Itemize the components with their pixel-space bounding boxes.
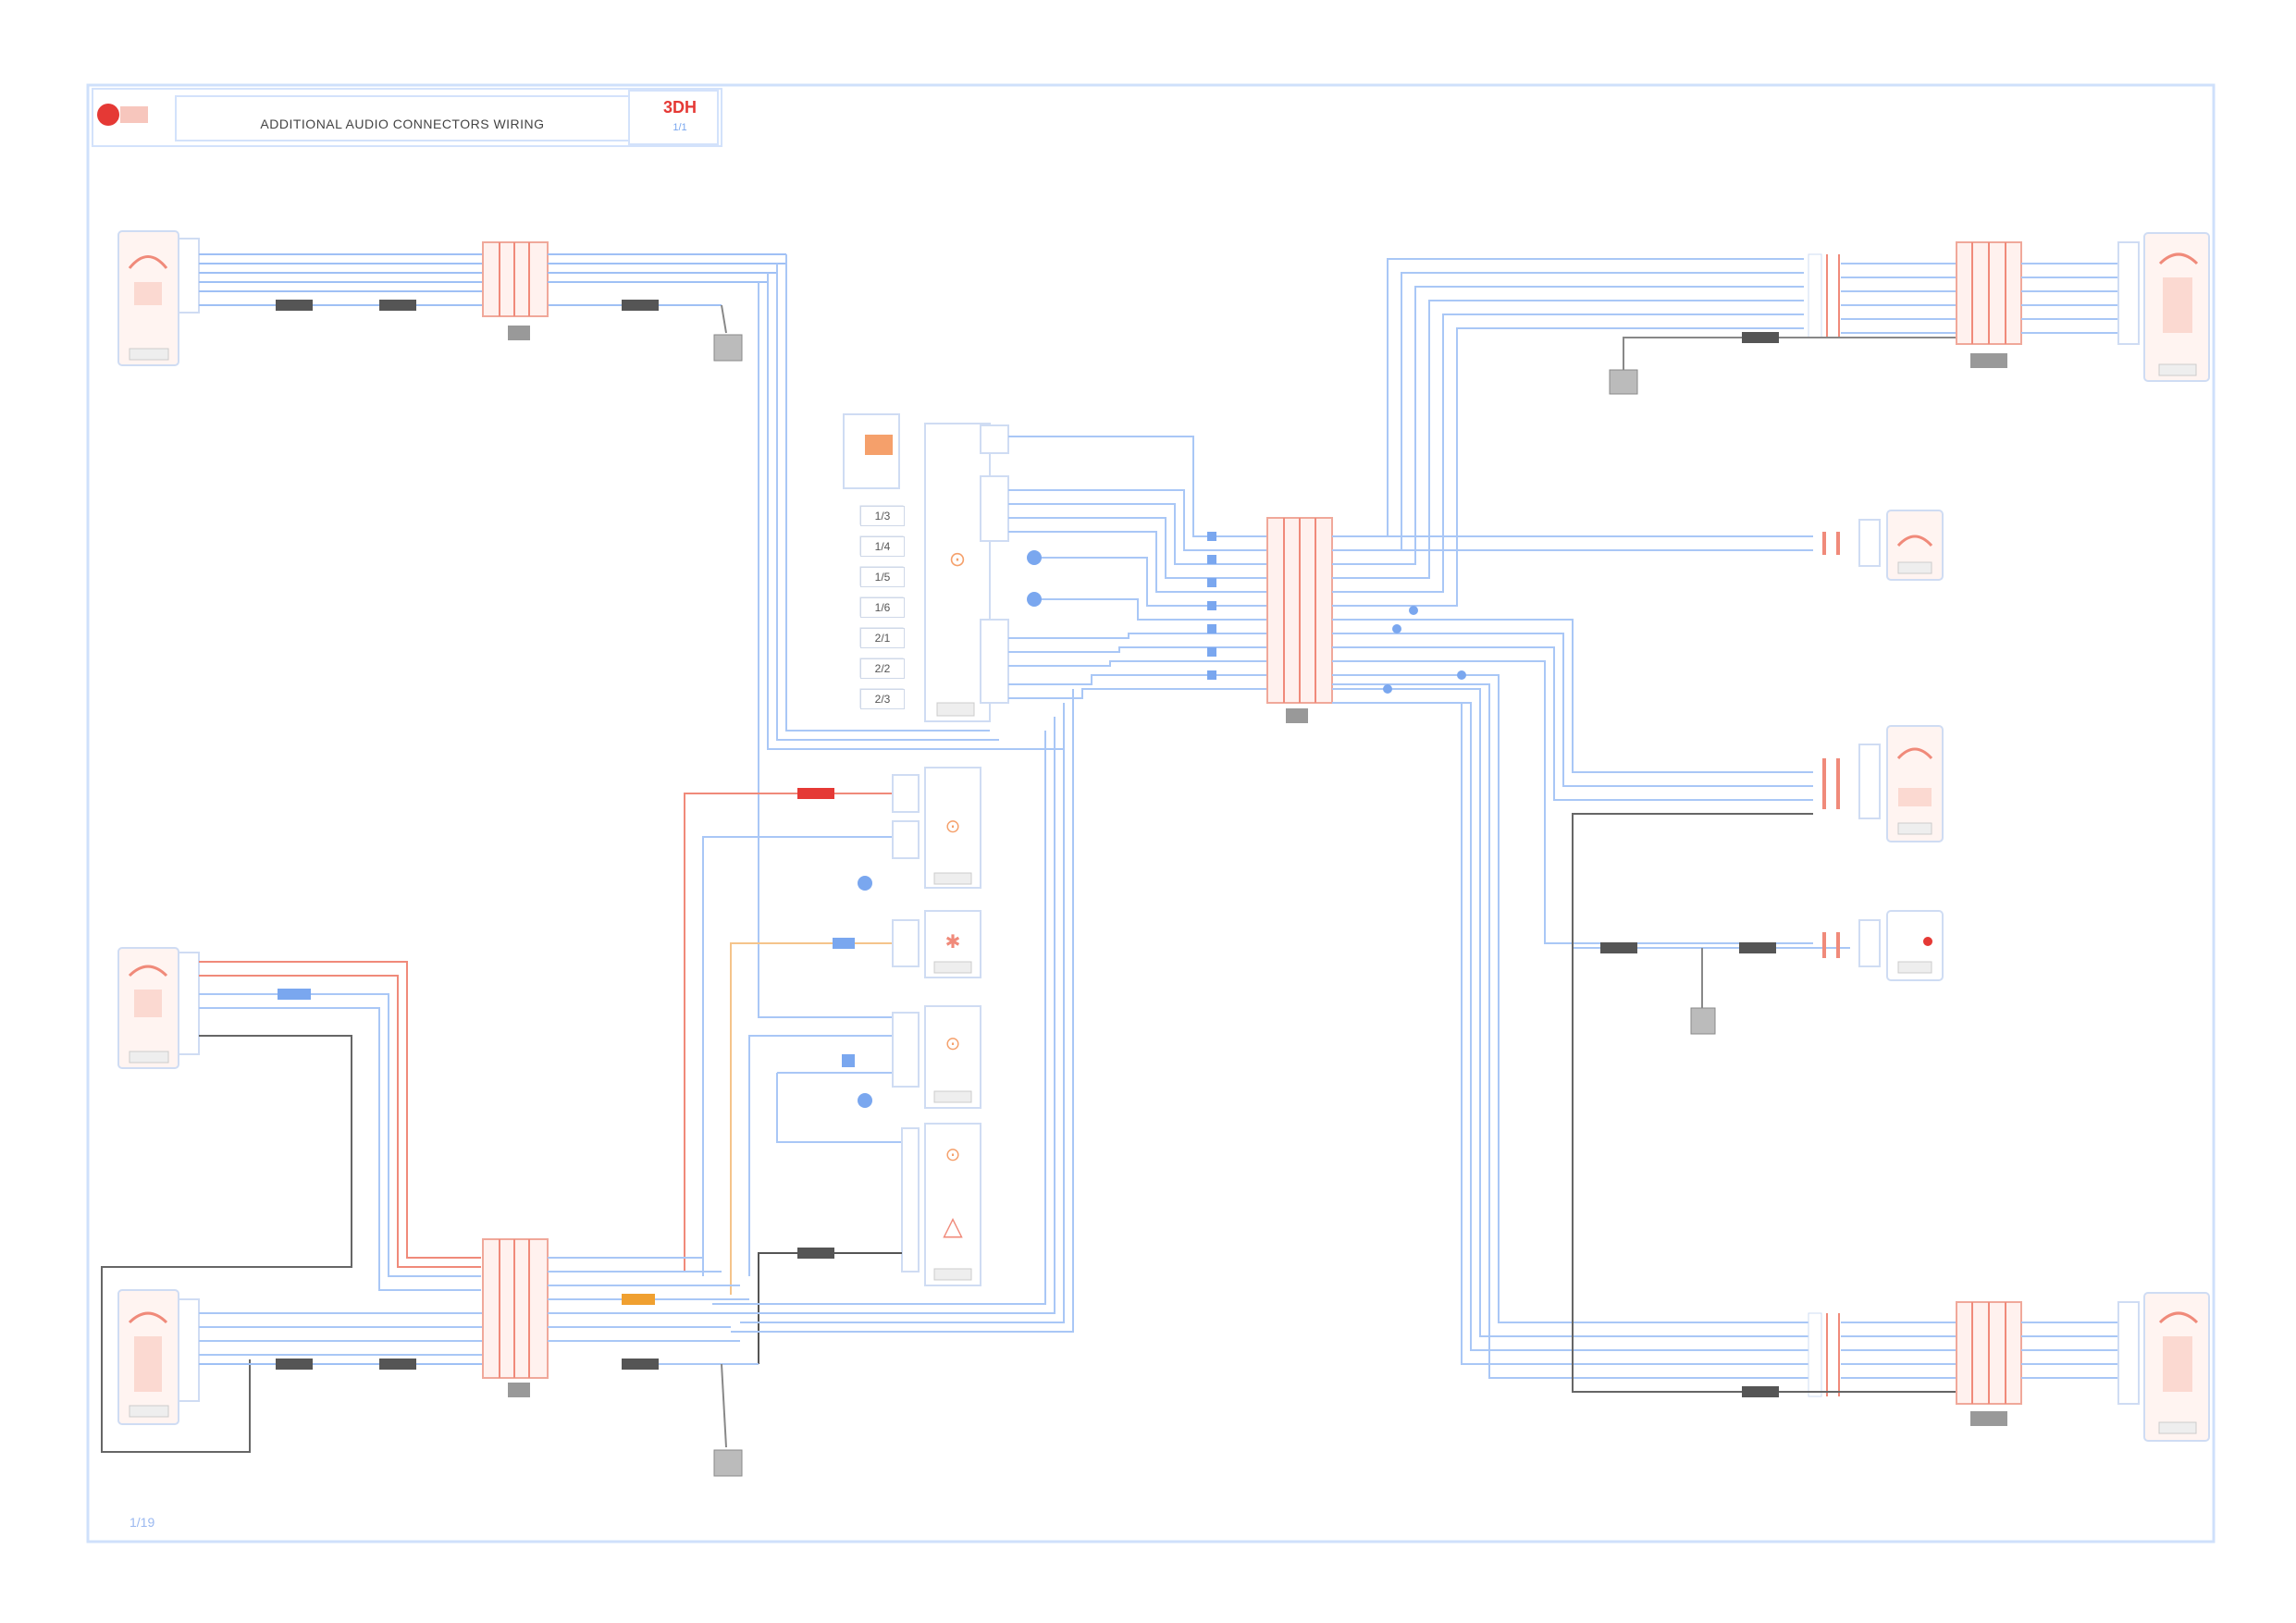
right-bottom-speaker <box>1572 814 2210 1442</box>
left-mid-amplifier <box>101 947 481 1453</box>
side-label-3: 1/5 <box>860 567 905 587</box>
svg-text:△: △ <box>943 1211 963 1240</box>
svg-text:⊙: ⊙ <box>945 1145 961 1165</box>
side-label-6: 2/2 <box>860 658 905 679</box>
left-top-harness <box>199 241 786 362</box>
right-top-speaker <box>1609 232 2210 395</box>
svg-text:⊙: ⊙ <box>945 817 961 837</box>
page-reference: 1/19 <box>130 1515 155 1530</box>
side-label-4: 1/6 <box>860 597 905 618</box>
svg-text:⊙: ⊙ <box>945 1034 961 1054</box>
header-title: ADDITIONAL AUDIO CONNECTORS WIRING <box>260 117 545 131</box>
right-amplifier <box>1572 725 1944 943</box>
side-label-1: 1/3 <box>860 506 905 526</box>
diagram-frame <box>86 83 2216 1543</box>
right-connector-1 <box>1822 510 1944 581</box>
right-sensor <box>1573 910 1944 1035</box>
center-connector <box>1207 517 1333 723</box>
left-top-speaker <box>117 230 200 366</box>
svg-text:⊙: ⊙ <box>949 547 966 571</box>
header-logo-icon <box>97 104 119 126</box>
left-bottom-speaker <box>117 1238 759 1477</box>
header-box <box>92 88 722 147</box>
header-code: 3DH <box>662 98 697 117</box>
side-label-5: 2/1 <box>860 628 905 648</box>
header-subcode: 1/1 <box>673 122 687 133</box>
svg-text:✱: ✱ <box>945 932 961 953</box>
side-label-7: 2/3 <box>860 689 905 709</box>
center-left-modules: ⊙ ✱ ⊙ ⊙ △ <box>684 767 981 1364</box>
center-radio-unit: ⊙ <box>843 413 1042 722</box>
side-label-2: 1/4 <box>860 536 905 557</box>
